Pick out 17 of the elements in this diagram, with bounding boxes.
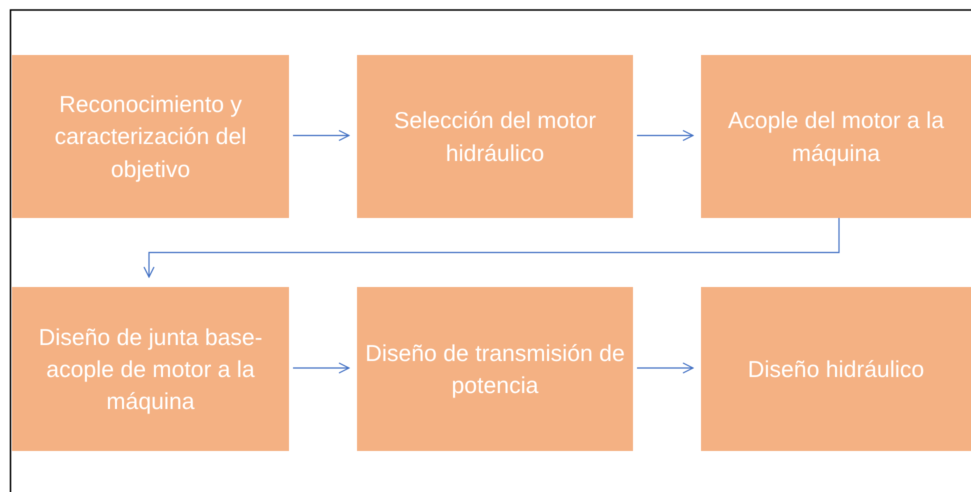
process-box <box>701 287 971 451</box>
process-box <box>357 55 633 218</box>
step-label: Diseño de transmisión de potencia <box>365 338 625 400</box>
step-label: Acople del motor a la máquina <box>726 106 946 168</box>
arrow <box>293 362 350 374</box>
process-box <box>12 55 289 218</box>
step-label: Selección del motor hidráulico <box>393 106 597 168</box>
arrow <box>143 218 840 278</box>
process-box <box>12 287 289 451</box>
process-box <box>701 55 971 218</box>
step-label: Reconocimiento y caracterización del objetivo <box>54 90 248 184</box>
arrow <box>637 130 694 142</box>
arrow <box>637 362 694 374</box>
process-box <box>357 287 633 451</box>
arrow <box>293 130 350 142</box>
step-label: Diseño hidráulico <box>748 354 924 384</box>
step-label: Diseño de junta base-acople de motor a la máquina <box>38 322 264 416</box>
